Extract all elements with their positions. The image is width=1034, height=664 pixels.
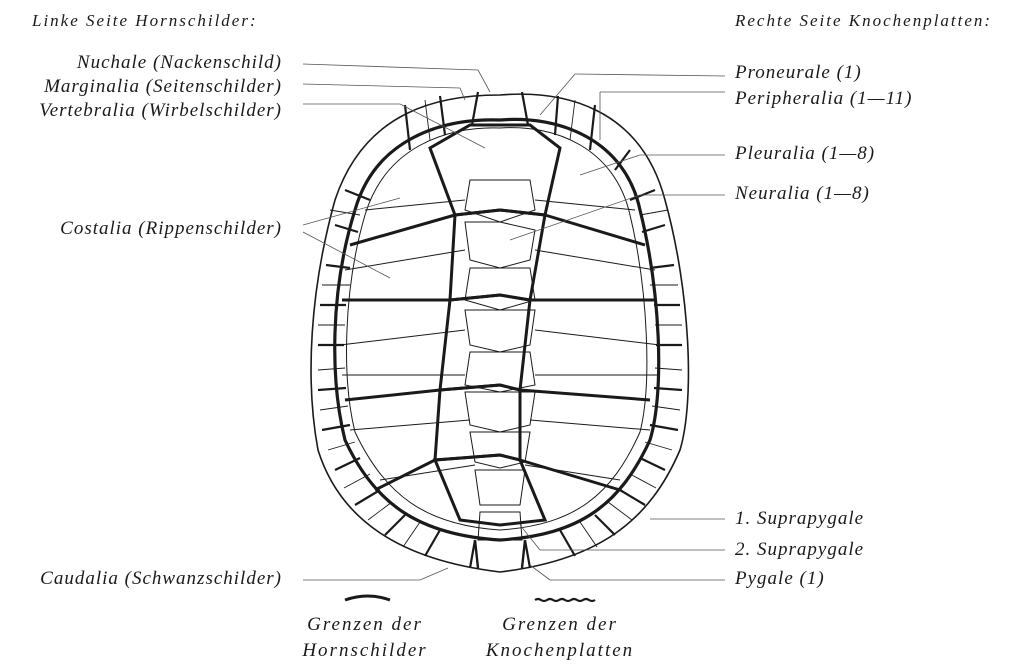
label-neuralia: Neuralia (1—8) [735,183,870,205]
label-peripheralia: Peripheralia (1—11) [735,88,913,110]
label-vertebralia: Vertebralia (Wirbelschilder) [39,100,282,122]
legend-horn-line-sample [345,596,390,600]
legend-bone-text: Grenzen der Knochenplatten [475,612,645,664]
label-suprapygale-2: 2. Suprapygale [735,539,864,561]
label-proneurale: Proneurale (1) [735,62,862,84]
label-costalia: Costalia (Rippenschilder) [60,218,282,240]
legend-bone-line-1: Grenzen der [475,612,645,638]
left-header: Linke Seite Hornschilder: [32,10,258,32]
legend-bone-line-sample [535,599,595,601]
right-header: Rechte Seite Knochenplatten: [735,10,992,32]
label-suprapygale-1: 1. Suprapygale [735,508,864,530]
label-nuchale: Nuchale (Nackenschild) [77,52,282,74]
label-marginalia: Marginalia (Seitenschilder) [44,76,282,98]
label-caudalia: Caudalia (Schwanzschilder) [40,568,282,590]
label-pleuralia: Pleuralia (1—8) [735,143,875,165]
legend-horn-line-2: Hornschilder [280,638,450,664]
carapace-outline [311,94,688,572]
legend-horn-line-1: Grenzen der [280,612,450,638]
legend-horn-text: Grenzen der Hornschilder [280,612,450,664]
legend-bone-line-2: Knochenplatten [475,638,645,664]
label-pygale: Pygale (1) [735,568,825,590]
